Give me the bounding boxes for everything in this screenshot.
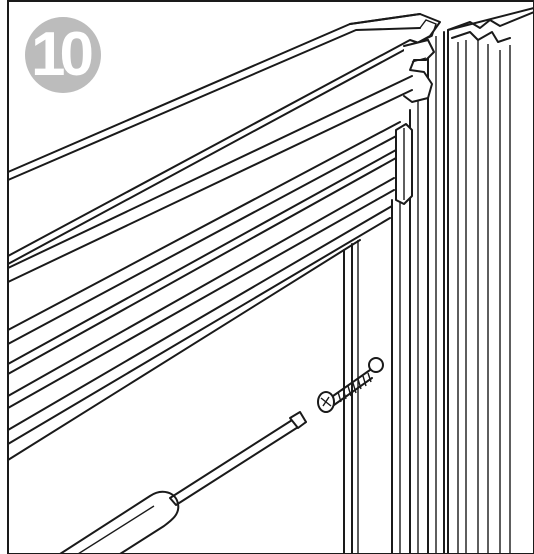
step-circle	[25, 17, 101, 93]
step-number: 10	[31, 20, 94, 89]
screw-icon	[317, 357, 384, 413]
side-channel	[447, 7, 534, 554]
window-frame-profiles	[343, 31, 445, 554]
diagram-border	[7, 0, 534, 554]
step-badge: 10	[25, 17, 101, 93]
blind-slats	[7, 75, 413, 461]
head-rail	[7, 13, 441, 265]
screwdriver-icon	[59, 411, 307, 554]
